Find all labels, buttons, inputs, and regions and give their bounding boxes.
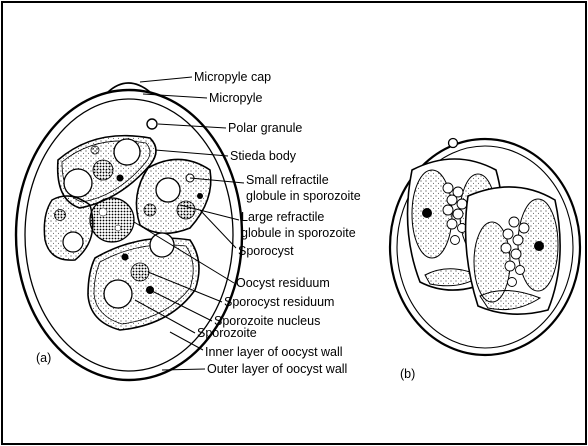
panel-b-tag: (b) (400, 367, 415, 381)
sporocyst-b-right (466, 187, 561, 314)
label-micropyle-cap: Micropyle cap (194, 70, 271, 84)
label-small-refractile-1: Small refractile (246, 173, 329, 187)
label-micropyle: Micropyle (209, 91, 263, 105)
label-large-refractile-1: Large refractile (241, 210, 324, 224)
panel-a-tag: (a) (36, 351, 51, 365)
label-small-refractile-2: globule in sporozoite (246, 189, 361, 203)
oocyst-b: (b) (390, 139, 580, 382)
label-sporocyst-residuum: Sporocyst residuum (224, 295, 334, 309)
label-large-refractile-2: globule in sporozoite (241, 226, 356, 240)
label-inner-wall: Inner layer of oocyst wall (205, 345, 343, 359)
label-outer-wall: Outer layer of oocyst wall (207, 362, 347, 376)
label-sporocyst: Sporocyst (238, 244, 294, 258)
label-sporozoite: Sporozoite (197, 326, 257, 340)
label-polar-granule: Polar granule (228, 121, 302, 135)
label-stieda-body: Stieda body (230, 149, 297, 163)
label-oocyst-residuum: Oocyst residuum (236, 276, 330, 290)
oocyst-residuum (90, 198, 134, 242)
